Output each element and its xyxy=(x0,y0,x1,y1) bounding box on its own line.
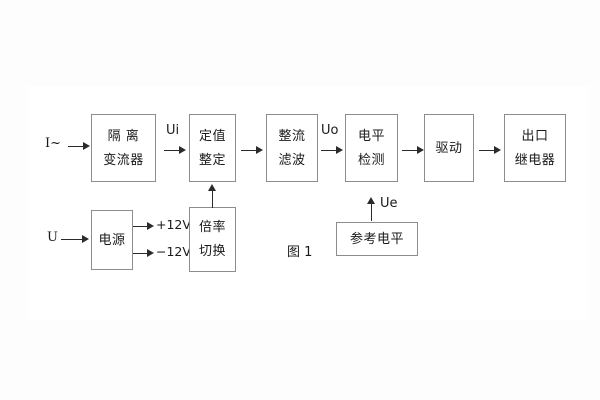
block-drive[interactable]: 驱动 xyxy=(424,114,474,182)
block-setting-line2: 整定 xyxy=(198,152,226,168)
block-multiplier-switch-line1: 倍率 xyxy=(198,220,226,235)
arrowhead-power-plus12v xyxy=(147,222,154,230)
arrowhead-reference-to-level xyxy=(367,197,375,204)
figure-caption: 图 1 xyxy=(287,245,313,260)
connector-current-to-isolation xyxy=(68,146,84,147)
signal-label-plus12v: +12V xyxy=(156,217,191,232)
connector-power-minus12v xyxy=(133,253,148,254)
block-power-supply[interactable]: 电源 xyxy=(91,210,133,270)
connector-reference-to-level xyxy=(371,204,372,221)
signal-label-ui: Ui xyxy=(166,123,180,138)
input-label-current: I~ xyxy=(45,136,62,151)
block-drive-line1: 驱动 xyxy=(435,140,463,156)
block-level-detect-line1: 电平 xyxy=(357,128,385,144)
block-power-supply-line1: 电源 xyxy=(98,232,126,248)
arrowhead-isolation-to-setting xyxy=(179,146,186,154)
block-rectify-filter-line1: 整流 xyxy=(278,128,306,144)
connector-setting-to-rectify xyxy=(241,150,257,151)
block-isolation-ct-line1: 隔 离 xyxy=(107,128,140,144)
block-rectify-filter[interactable]: 整流 滤波 xyxy=(266,114,318,182)
block-reference-level-line1: 参考电平 xyxy=(349,231,404,247)
connector-multiplier-to-setting xyxy=(212,191,213,208)
block-output-relay[interactable]: 出口 继电器 xyxy=(504,114,566,182)
block-output-relay-line1: 出口 xyxy=(521,128,549,144)
connector-power-plus12v xyxy=(133,226,148,227)
signal-label-ue: Ue xyxy=(380,196,398,211)
arrowhead-setting-to-rectify xyxy=(256,146,263,154)
arrowhead-power-minus12v xyxy=(147,249,154,257)
block-setting[interactable]: 定值 整定 xyxy=(189,114,236,182)
block-output-relay-line2: 继电器 xyxy=(514,152,556,168)
block-isolation-ct[interactable]: 隔 离 变流器 xyxy=(91,114,156,182)
connector-rectify-to-level xyxy=(321,150,337,151)
arrowhead-multiplier-to-setting xyxy=(208,184,216,191)
signal-label-uo: Uo xyxy=(321,123,339,138)
arrowhead-current-to-isolation xyxy=(83,142,90,150)
block-isolation-ct-line2: 变流器 xyxy=(103,152,144,168)
arrowhead-voltage-to-power xyxy=(82,235,89,243)
block-multiplier-switch-line2: 切换 xyxy=(198,244,226,259)
block-multiplier-switch[interactable]: 倍率 切换 xyxy=(189,207,236,272)
block-level-detect[interactable]: 电平 检测 xyxy=(345,114,398,182)
block-level-detect-line2: 检测 xyxy=(357,152,385,168)
block-setting-line1: 定值 xyxy=(198,128,226,144)
input-label-voltage: U xyxy=(47,230,58,245)
signal-label-minus12v: −12V xyxy=(156,244,191,259)
arrowhead-level-to-drive xyxy=(417,146,424,154)
connector-voltage-to-power xyxy=(61,239,83,240)
arrowhead-rectify-to-level xyxy=(336,146,343,154)
connector-isolation-to-setting xyxy=(164,150,180,151)
connector-drive-to-output xyxy=(479,150,495,151)
block-rectify-filter-line2: 滤波 xyxy=(278,152,306,168)
block-reference-level[interactable]: 参考电平 xyxy=(336,222,418,256)
connector-level-to-drive xyxy=(402,150,418,151)
arrowhead-drive-to-output xyxy=(494,146,501,154)
